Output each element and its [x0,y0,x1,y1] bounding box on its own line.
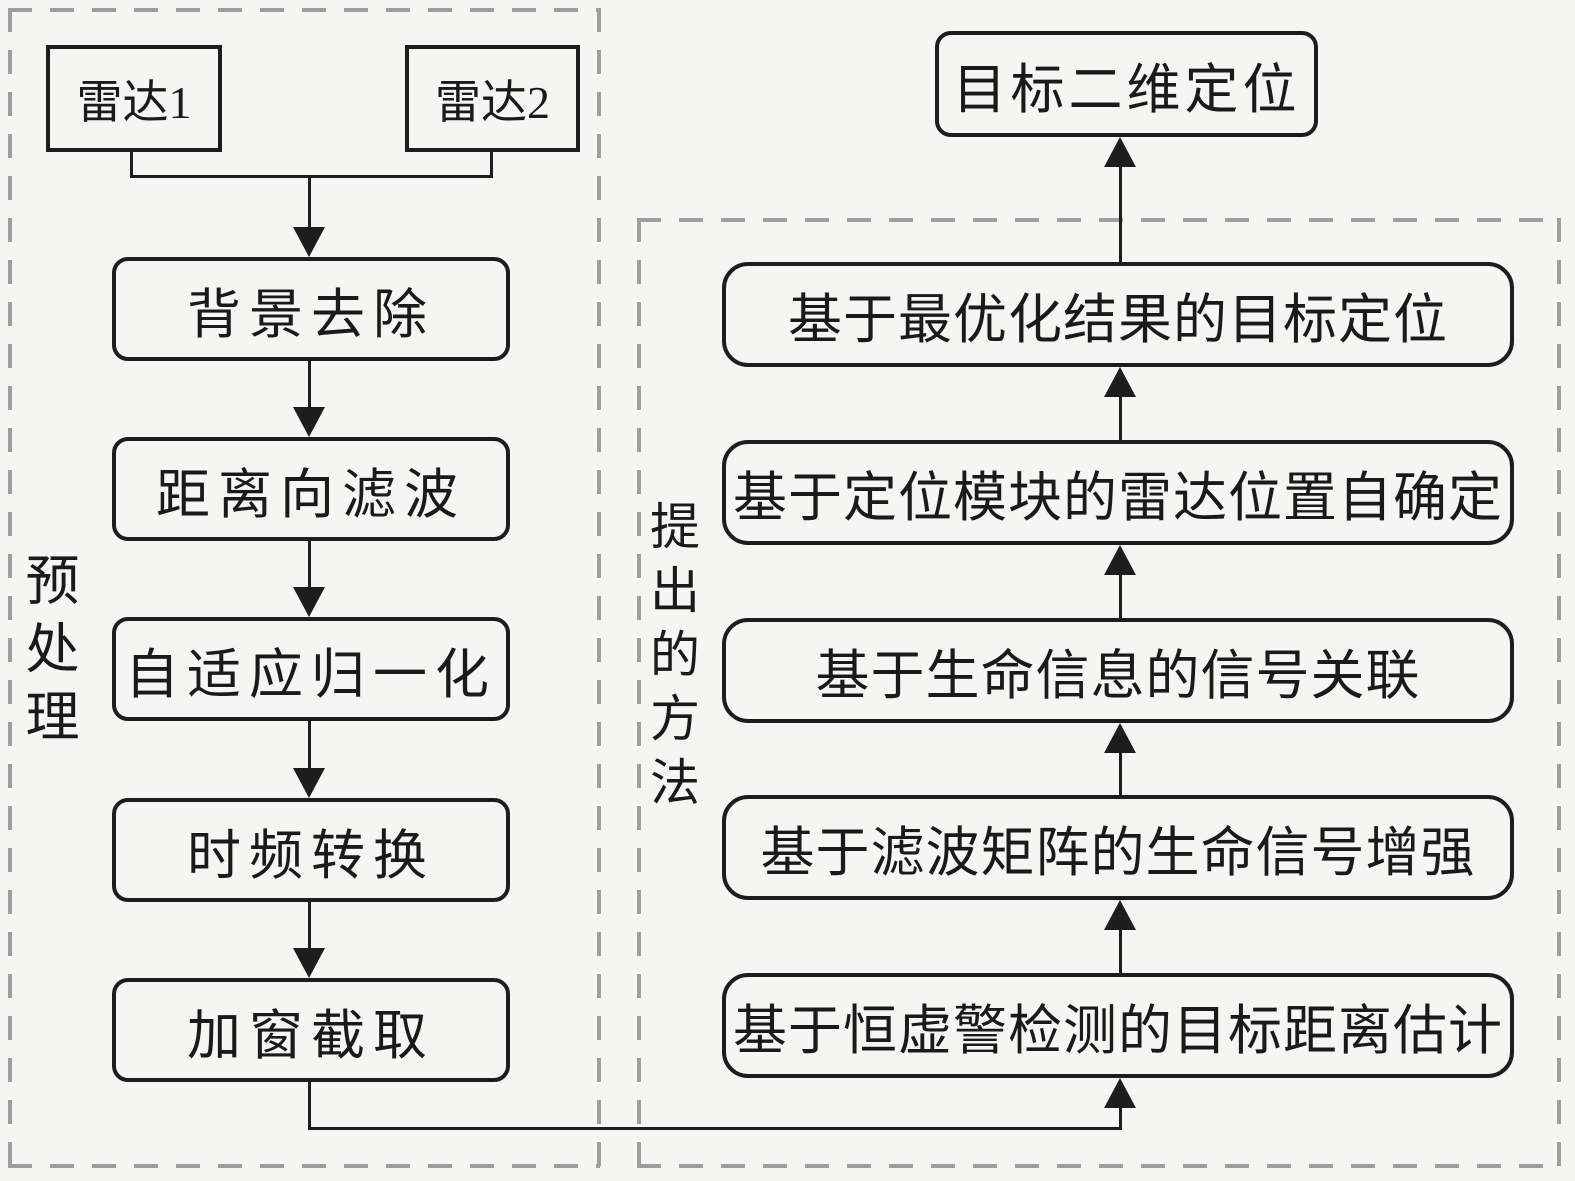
node-vital-signal-enhancement-label: 基于滤波矩阵的生命信号增强 [760,823,1476,883]
preprocess-frame-right [597,8,601,1168]
connector-step1-step2 [308,361,311,408]
node-radar-2: 雷达2 [405,45,580,152]
connector-optimization-result [1119,165,1122,262]
connector-association-selfdetermination [1119,573,1122,618]
node-radar-position-self-determination: 基于定位模块的雷达位置自确定 [722,440,1514,545]
method-frame-left [637,218,641,1168]
node-optimization-target-localization: 基于最优化结果的目标定位 [722,262,1514,367]
method-frame-bottom [637,1164,1560,1168]
connector-cfar-enhancement [1119,928,1122,973]
arrowhead-into-step4 [293,768,325,798]
arrowhead-into-step1 [293,227,325,257]
arrowhead-into-enhancement [1104,900,1136,930]
node-radar-position-self-determination-label: 基于定位模块的雷达位置自确定 [733,468,1503,528]
node-time-frequency-conversion: 时频转换 [112,798,510,902]
arrowhead-into-optimization [1104,367,1136,397]
arrowhead-into-result [1104,137,1136,167]
arrowhead-into-step2 [293,407,325,437]
node-signal-association: 基于生命信息的信号关联 [722,618,1514,723]
node-range-filtering: 距离向滤波 [112,437,510,541]
connector-window-down [308,1082,311,1130]
connector-radar-join [130,175,493,178]
connector-step2-step3 [308,541,311,588]
connector-merge-down [308,175,311,229]
node-background-removal: 背景去除 [112,257,510,361]
node-cfar-range-estimation-label: 基于恒虚警检测的目标距离估计 [733,1001,1503,1061]
arrowhead-into-step5 [293,948,325,978]
method-frame-right [1557,218,1561,1168]
arrowhead-into-association [1104,723,1136,753]
node-radar-1: 雷达1 [46,45,222,152]
node-radar-1-label: 雷达1 [76,76,192,128]
connector-radar1-drop [130,152,133,178]
node-adaptive-normalization-label: 自适应归一化 [125,644,497,705]
connector-cross-rise [1119,1106,1122,1130]
node-signal-association-label: 基于生命信息的信号关联 [815,646,1421,706]
node-vital-signal-enhancement: 基于滤波矩阵的生命信号增强 [722,795,1514,900]
preprocess-frame-bottom [8,1164,600,1168]
node-target-2d-localization-label: 目标二维定位 [952,59,1301,120]
connector-step4-step5 [308,902,311,949]
connector-cross-horizontal [308,1127,1122,1130]
arrowhead-into-step3 [293,587,325,617]
node-range-filtering-label: 距离向滤波 [156,464,466,525]
node-optimization-target-localization-label: 基于最优化结果的目标定位 [788,290,1448,350]
method-frame-top [637,218,1560,222]
preprocess-frame-left [8,8,12,1168]
node-windowing-truncation: 加窗截取 [112,978,510,1082]
node-radar-2-label: 雷达2 [435,76,550,128]
node-time-frequency-conversion-label: 时频转换 [187,825,435,886]
connector-step3-step4 [308,721,311,769]
preprocess-frame-top [8,8,600,12]
node-cfar-range-estimation: 基于恒虚警检测的目标距离估计 [722,973,1514,1078]
node-windowing-truncation-label: 加窗截取 [187,1005,435,1066]
node-background-removal-label: 背景去除 [187,284,435,345]
connector-enhancement-association [1119,751,1122,795]
node-adaptive-normalization: 自适应归一化 [112,617,510,721]
preprocess-group-label: 预处理 [17,552,77,756]
node-target-2d-localization: 目标二维定位 [935,31,1318,137]
connector-selfdetermination-optimization [1119,395,1122,440]
method-group-label: 提出的方法 [643,500,699,820]
connector-radar2-drop [490,152,493,178]
arrowhead-into-cfar [1104,1078,1136,1108]
arrowhead-into-self-determination [1104,545,1136,575]
